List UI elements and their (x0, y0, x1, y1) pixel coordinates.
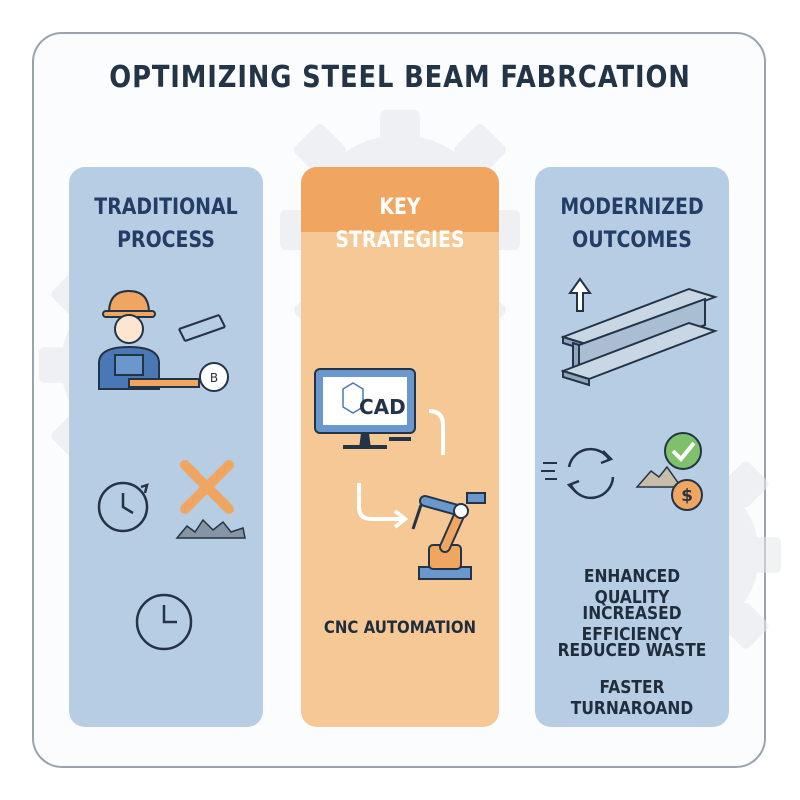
svg-text:B: B (210, 371, 218, 385)
cad-monitor-icon (314, 368, 416, 449)
flow-arrow-icon (357, 409, 445, 529)
page-title: OPTIMIZING STEEL BEAM FABRCATION (109, 60, 691, 95)
key-strategies-header (301, 167, 499, 232)
dollar-coin-icon: $ (671, 479, 703, 511)
clock-icon (135, 593, 193, 651)
outcome-enhanced-quality: ENHANCED QUALITY (583, 566, 681, 608)
robot-arm-icon (411, 492, 486, 580)
clock-arrow-icon (97, 481, 149, 533)
checkmark-badge-icon (664, 432, 702, 470)
svg-text:$: $ (681, 486, 693, 506)
i-beam-icon (561, 287, 719, 387)
cad-label: CAD (359, 395, 406, 419)
cycle-arrows-icon (541, 447, 615, 500)
worker-measuring-icon: B (98, 289, 229, 392)
traditional-heading-line2: PROCESS (117, 228, 215, 253)
scrap-waste-icon (175, 518, 246, 539)
key-strategies-heading: KEY STRATEGIES (335, 195, 465, 253)
outcome-reduced-waste: REDUCED WASTE (557, 640, 707, 661)
traditional-process-panel: TRADITIONAL PROCESS B (69, 167, 263, 727)
key-strategies-panel: KEY STRATEGIES CAD CNC AUTOMATION (301, 167, 499, 727)
up-arrow-icon (568, 277, 592, 312)
modernized-outcomes-panel: MODERNIZED OUTCOMES $ ENHANCED QUALITY I… (535, 167, 729, 727)
modernized-heading-line2: OUTCOMES (572, 228, 692, 253)
modernized-heading-line1: MODERNIZED (560, 195, 704, 220)
outcome-increased-efficiency: INCREASED EFFICIENCY (581, 603, 683, 645)
error-x-icon (180, 460, 234, 514)
outcome-faster-turnaround: FASTER TURNAROAND (570, 677, 694, 719)
traditional-heading-line1: TRADITIONAL (94, 195, 238, 220)
cnc-automation-label: CNC AUTOMATION (323, 618, 477, 638)
